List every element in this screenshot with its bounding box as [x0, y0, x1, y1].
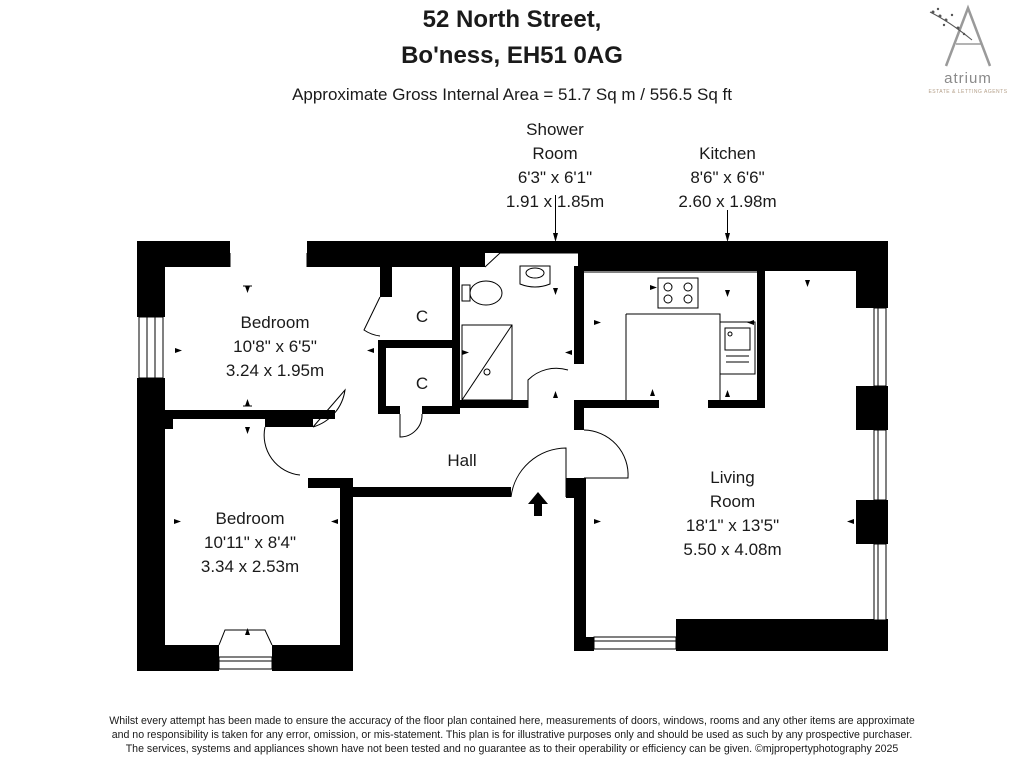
- living-room-label: Living Room 18'1" x 13'5" 5.50 x 4.08m: [683, 468, 782, 559]
- bay-outlines: [218, 252, 578, 646]
- window-living-right-3: [873, 543, 887, 621]
- wall-right-pillar-1: [856, 386, 888, 430]
- wall-top-middle: [307, 241, 485, 267]
- disclaimer-line-3: The services, systems and appliances sho…: [125, 743, 899, 755]
- door-shower: [527, 367, 569, 408]
- window-bedroom2: [218, 656, 273, 670]
- address-line-2: Bo'ness, EH51 0AG: [401, 42, 623, 69]
- wall-hall-bottom-2: [353, 487, 511, 497]
- disclaimer-line-1: Whilst every attempt has been made to en…: [109, 715, 915, 727]
- wall-bottom-bedroom-right: [272, 645, 353, 671]
- door-cupboard-1: [363, 296, 381, 337]
- window-bedroom1: [138, 316, 164, 379]
- letter-a-blossom-logo: [929, 4, 992, 67]
- walls: [137, 241, 888, 671]
- wall-left-upper: [137, 241, 165, 317]
- disclaimer-line-2: and no responsibility is taken for any e…: [111, 729, 913, 741]
- interior-walls: [165, 265, 765, 430]
- window-living-bottom: [593, 636, 677, 650]
- door-living: [583, 429, 629, 479]
- window-living-right-1: [873, 307, 887, 387]
- door-bedroom1: [312, 388, 346, 428]
- wall-right-top: [856, 241, 888, 308]
- door-entrance: [510, 447, 567, 498]
- wall-bottom-bedroom-left: [137, 645, 219, 671]
- door-bedroom2: [263, 426, 301, 476]
- cupboard-1-label: C: [415, 307, 429, 326]
- bedroom-2-label: Bedroom 10'11" x 8'4" 3.34 x 2.53m: [200, 509, 300, 576]
- door-cupboard-2: [399, 413, 423, 438]
- cupboard-2-label: C: [415, 374, 429, 393]
- dimension-markers: [174, 195, 854, 635]
- kitchen-label: Kitchen 8'6" x 6'6" 2.60 x 1.98m: [678, 144, 777, 211]
- wall-left-lower: [137, 378, 165, 671]
- wall-living-left: [574, 497, 586, 651]
- wall-living-left-stub: [566, 478, 586, 498]
- toilet: [461, 284, 471, 302]
- logo-wordmark: atrium: [944, 70, 992, 87]
- logo-tagline: ESTATE & LETTING AGENTS: [928, 89, 1008, 95]
- wall-right-pillar-2: [856, 500, 888, 544]
- kitchen-sink: [719, 321, 756, 375]
- hall-label: Hall: [447, 451, 477, 470]
- disclaimer: Whilst every attempt has been made to en…: [30, 714, 994, 756]
- hob: [657, 277, 699, 309]
- wall-bottom-living-right: [676, 619, 888, 651]
- entrance-arrow-icon: [528, 492, 548, 516]
- address-line-1: 52 North Street,: [422, 6, 602, 33]
- shower-tray: [461, 324, 513, 401]
- doors: [263, 296, 629, 498]
- windows: [138, 307, 887, 670]
- wall-top-right: [578, 241, 888, 271]
- sink-shower: [519, 265, 551, 288]
- shower-room-label: Shower Room 6'3" x 6'1" 1.91 x 1.85m: [505, 120, 605, 211]
- wall-hall-bottom: [308, 478, 353, 488]
- wall-top-shower-gap: [485, 241, 578, 253]
- window-living-right-2: [873, 429, 887, 501]
- bedroom-1-label: Bedroom 10'8" x 6'5" 3.24 x 1.95m: [225, 313, 325, 380]
- fixtures: [461, 265, 757, 401]
- gross-internal-area: Approximate Gross Internal Area = 51.7 S…: [292, 85, 732, 104]
- wall-bedroom2-right: [340, 478, 353, 671]
